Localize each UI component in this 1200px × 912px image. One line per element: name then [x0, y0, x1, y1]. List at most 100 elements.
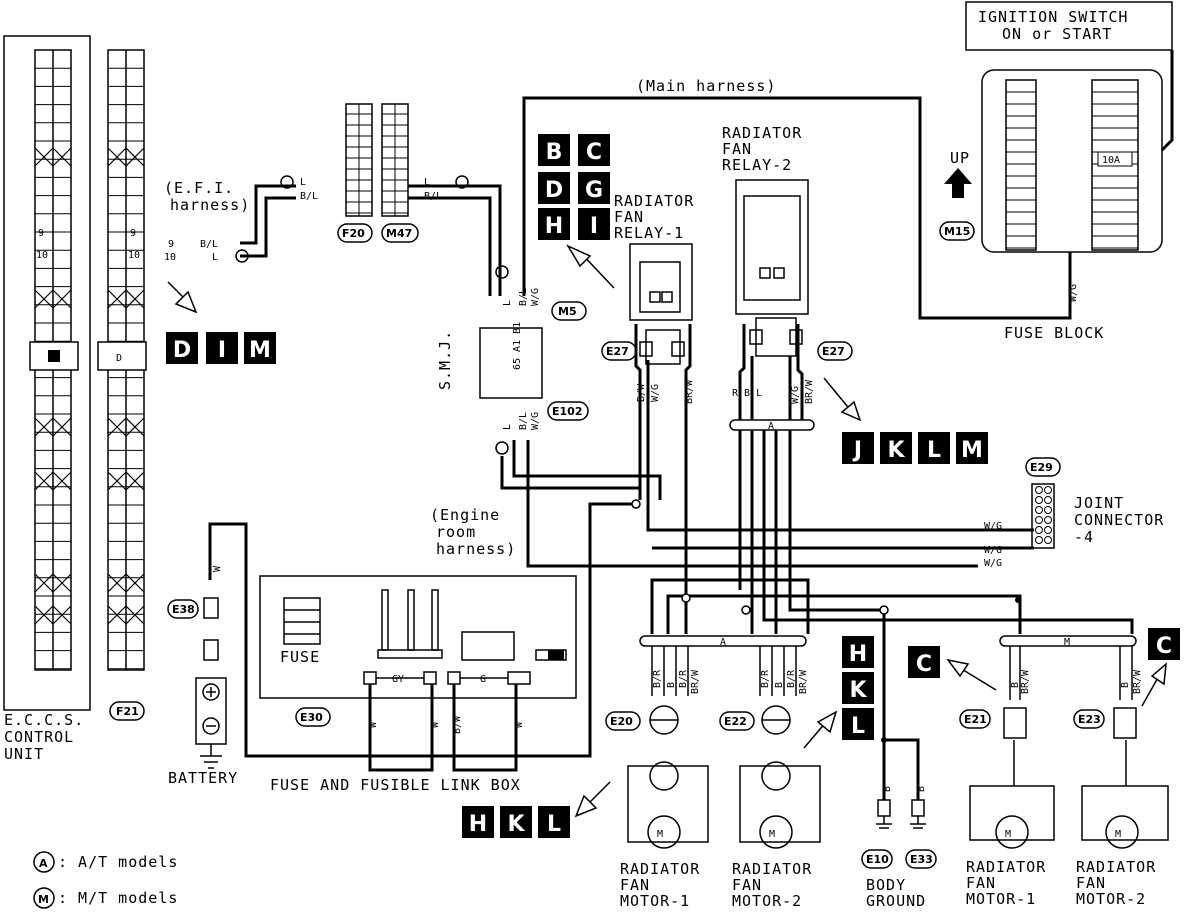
joint-label-3: -4 — [1074, 528, 1094, 546]
m47-label: M47 — [386, 227, 412, 240]
pin-10-left: 10 — [36, 250, 48, 261]
smj-pins: 65 A1 B1 — [512, 322, 523, 370]
relay1-wire-wg: W/G — [650, 384, 661, 402]
ref-letter-c: C — [916, 652, 932, 677]
svg-text:B: B — [774, 682, 785, 688]
fuse-block — [981, 69, 1163, 253]
ignition-switch-box — [965, 1, 1173, 51]
svg-text:RADIATOR: RADIATOR — [1076, 858, 1156, 876]
svg-text:FAN: FAN — [1076, 874, 1106, 892]
e27-relay2-label: E27 — [822, 345, 845, 358]
relay1-wire-bw: B/W — [636, 383, 647, 402]
svg-text:MOTOR-2: MOTOR-2 — [1076, 890, 1146, 908]
ignition-label-1: IGNITION SWITCH — [978, 8, 1128, 26]
relay2-wire-brw: BR/W — [804, 379, 815, 404]
ref-letter-j: J — [852, 438, 862, 463]
main-harness-label: (Main harness) — [636, 77, 776, 95]
relay1-label-3: RELAY-1 — [614, 224, 684, 242]
legend-at-models: : A/T models — [58, 853, 178, 871]
ref-block-i: I — [578, 208, 610, 240]
relay2-body — [735, 179, 809, 315]
smj-connector — [479, 327, 543, 399]
joint-wire-wg-2: W/G — [984, 545, 1002, 556]
ref-block-l: L — [842, 708, 874, 740]
relay2-wire-rbl: R B L — [732, 388, 762, 399]
e10-label: E10 — [866, 853, 889, 866]
eccs-label-2: CONTROL — [4, 728, 74, 746]
smj-lower-wire-bl: B/L — [518, 412, 529, 430]
ref-letter-d: D — [173, 338, 191, 363]
ref-letter-d: D — [545, 178, 563, 203]
pin-9-right: 9 — [130, 228, 136, 239]
svg-text:M: M — [657, 829, 663, 840]
eccs-label-1: E.C.C.S. — [4, 711, 84, 729]
ref-block-h: H — [842, 636, 874, 668]
svg-text:M: M — [1005, 829, 1011, 840]
ref-letter-m: M — [961, 438, 983, 463]
motor-2-left: B/R B B/R BR/W M E22 RADIATOR FAN MOTOR-… — [719, 646, 821, 910]
ref-block-k: K — [500, 806, 532, 838]
fuse-box-wire-g: G — [480, 674, 486, 685]
svg-text:BR/W: BR/W — [798, 669, 809, 694]
svg-text:BR/W: BR/W — [1132, 669, 1143, 694]
body-ground-label-2: GROUND — [866, 892, 926, 910]
e102-label: E102 — [552, 405, 582, 418]
relay1-label-1: RADIATOR — [614, 192, 694, 210]
relay2-label-2: FAN — [722, 140, 752, 158]
ref-block-m: M — [956, 432, 988, 464]
fuse-box — [259, 575, 577, 699]
engine-room-label-2: room — [436, 523, 476, 541]
joint-wire-wg-3: W/G — [984, 558, 1002, 569]
eccs-label-3: UNIT — [4, 745, 44, 763]
ref-letter-k: K — [507, 812, 525, 837]
efi-wire-bl: B/L — [200, 239, 218, 250]
legend-m-symbol: M — [38, 893, 49, 906]
eccs-connector-left — [3, 35, 91, 711]
e33-label: E33 — [910, 853, 933, 866]
svg-text:M: M — [1115, 829, 1121, 840]
ref-letter-h: H — [545, 214, 563, 239]
fuse-box-wire-w-2: W — [430, 721, 441, 728]
bus-a-top — [729, 419, 815, 431]
svg-text:B/R: B/R — [678, 669, 689, 688]
fuse-box-label: FUSE AND FUSIBLE LINK BOX — [270, 776, 521, 794]
engine-room-label-3: harness) — [436, 540, 516, 558]
svg-text:FAN: FAN — [620, 876, 650, 894]
smj-wire-l: L — [502, 300, 513, 306]
svg-text:A: A — [768, 421, 774, 432]
e38-label: E38 — [172, 603, 195, 616]
m15-label: M15 — [944, 225, 970, 238]
ref-letter-l: L — [547, 812, 561, 837]
ref-block-h: H — [538, 208, 570, 240]
svg-text:RADIATOR: RADIATOR — [966, 858, 1046, 876]
legend-mt-models: : M/T models — [58, 889, 178, 907]
fuse-box-wire-w-1: W — [368, 721, 379, 728]
ground-wire-b-2: B — [916, 786, 927, 792]
ref-block-l: L — [538, 806, 570, 838]
svg-text:B: B — [666, 682, 677, 688]
svg-text:A: A — [720, 637, 726, 648]
ref-block-d: D — [538, 172, 570, 204]
pin-d-marker: D — [116, 353, 122, 364]
svg-text:E20: E20 — [610, 715, 633, 728]
relay1-label-2: FAN — [614, 208, 644, 226]
ignition-label-2: ON or START — [1002, 25, 1112, 43]
ref-block-g: G — [578, 172, 610, 204]
body-ground-label-1: BODY — [866, 876, 906, 894]
svg-text:RADIATOR: RADIATOR — [732, 860, 812, 878]
m5-label: M5 — [558, 305, 577, 318]
bus-m — [999, 635, 1137, 647]
svg-text:RADIATOR: RADIATOR — [620, 860, 700, 878]
svg-text:B: B — [1120, 682, 1131, 688]
smj-lower-wire-wg: W/G — [530, 412, 541, 430]
e30-label: E30 — [300, 711, 323, 724]
ref-block-d: D — [166, 332, 198, 364]
svg-text:MOTOR-1: MOTOR-1 — [966, 890, 1036, 908]
pin-9-left: 9 — [38, 228, 44, 239]
legend-a-symbol: A — [39, 857, 48, 870]
relay2-label-3: RELAY-2 — [722, 156, 792, 174]
efi-pin-9: 9 — [168, 239, 174, 250]
battery-label: BATTERY — [168, 769, 238, 787]
joint-label-1: JOINT — [1074, 494, 1124, 512]
ref-block-i: I — [206, 332, 238, 364]
